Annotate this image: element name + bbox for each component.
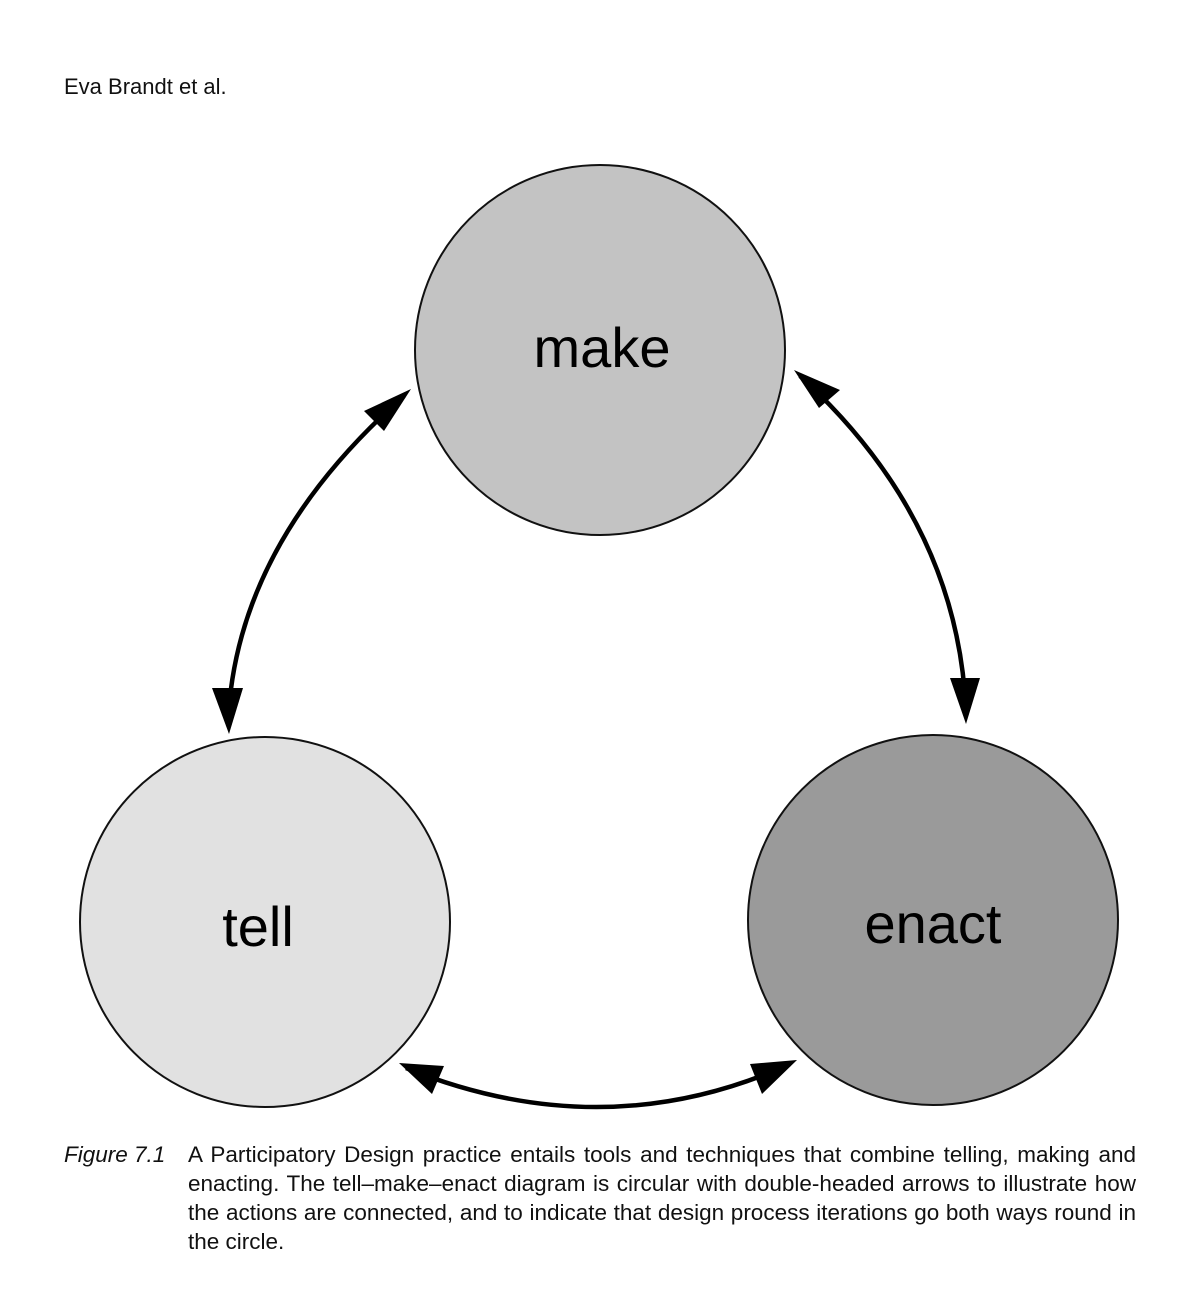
node-enact-circle — [747, 734, 1119, 1106]
node-make-label: make — [534, 316, 671, 379]
node-tell-circle — [79, 736, 451, 1108]
node-tell: tell — [79, 736, 451, 1108]
figure-caption-text: A Participatory Design practice entails … — [188, 1142, 1136, 1254]
node-make: make — [414, 164, 786, 536]
figure-caption: Figure 7.1 A Participatory Design practi… — [64, 1140, 1136, 1256]
node-enact-label: enact — [865, 892, 1002, 955]
arrowhead-make-tell-top — [364, 389, 411, 431]
tell-make-enact-diagram: make tell enact — [79, 164, 1119, 1110]
arrowhead-make-enact-bottom — [950, 678, 980, 724]
arrowhead-make-enact-top — [794, 370, 840, 408]
arrowhead-tell-enact-right — [750, 1060, 797, 1094]
running-header: Eva Brandt et al. — [64, 74, 227, 99]
arrow-make-enact — [798, 374, 969, 713]
arrow-tell-enact — [405, 1061, 791, 1110]
arrowhead-tell-enact-left — [399, 1063, 444, 1094]
arrowhead-make-tell-bottom — [212, 688, 243, 734]
arrow-make-tell — [225, 394, 406, 725]
node-enact: enact — [747, 734, 1119, 1106]
figure-label: Figure 7.1 — [64, 1142, 166, 1167]
node-tell-label: tell — [222, 895, 294, 958]
node-make-circle — [414, 164, 786, 536]
